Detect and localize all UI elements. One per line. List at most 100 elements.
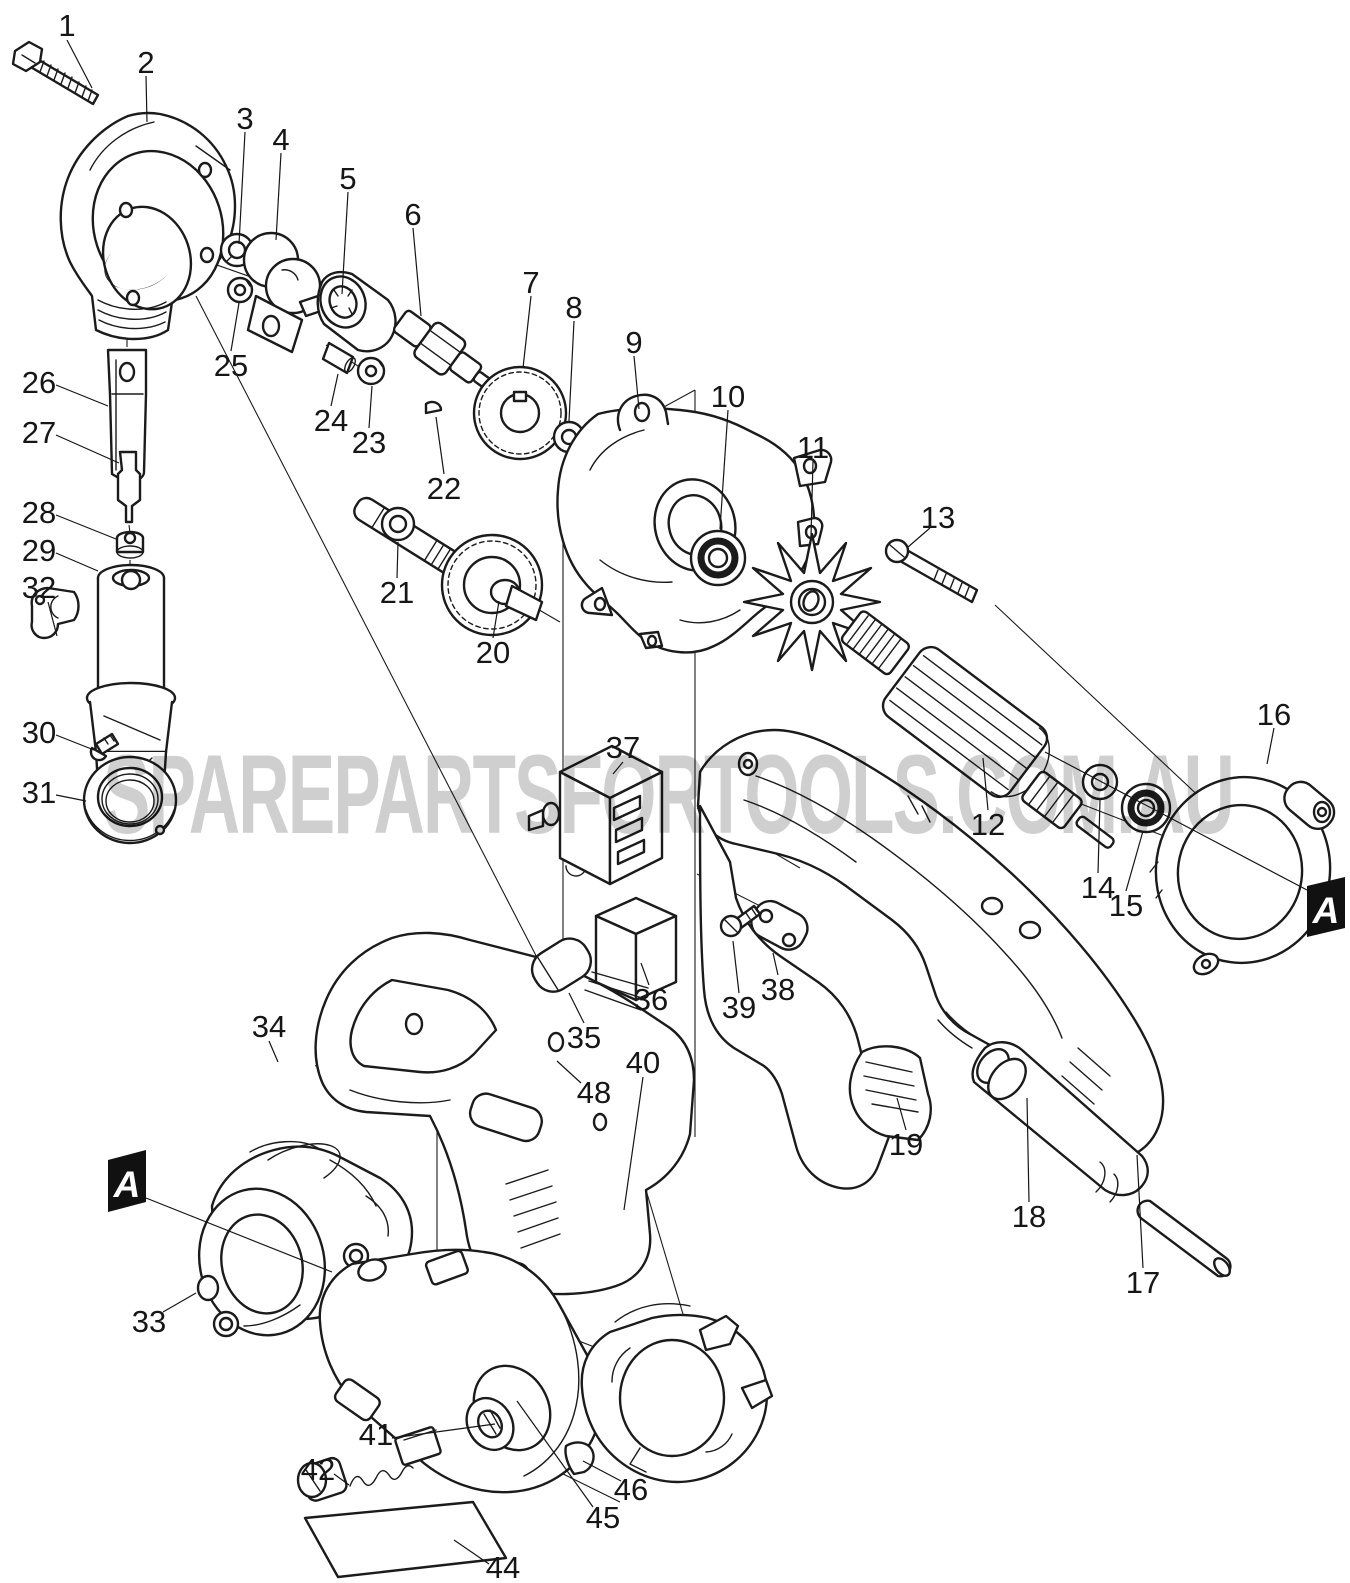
- part-leader-34: [268, 1040, 279, 1063]
- clip-46: [564, 1441, 595, 1476]
- part-number-38: 38: [761, 972, 795, 1007]
- clamp-32: [30, 586, 80, 640]
- part-number-8: 8: [565, 290, 582, 325]
- view-marker-leader-0: [1044, 751, 1308, 891]
- gear-20: [353, 496, 544, 637]
- part-number-46: 46: [614, 1472, 648, 1507]
- part-number-3: 3: [236, 101, 253, 136]
- part-number-5: 5: [339, 161, 356, 196]
- part-leader-39: [732, 940, 740, 994]
- part-number-40: 40: [626, 1045, 660, 1080]
- part-leader-2: [145, 75, 148, 123]
- part-leader-36: [640, 962, 650, 986]
- part-leader-12: [982, 757, 989, 811]
- part-number-23: 23: [352, 425, 386, 460]
- view-marker-box-0: [1307, 877, 1345, 937]
- part-number-19: 19: [889, 1127, 923, 1162]
- part-leader-21: [396, 541, 399, 579]
- part-number-10: 10: [711, 379, 745, 414]
- part-leader-7: [522, 295, 532, 369]
- ball-bearing-15: [1120, 782, 1172, 834]
- shaft-27: [116, 450, 142, 524]
- part-number-33: 33: [132, 1304, 166, 1339]
- view-marker-letter-1: A: [113, 1164, 141, 1205]
- armature-12: [840, 610, 1115, 849]
- part-leader-5: [341, 191, 349, 295]
- part-number-29: 29: [22, 533, 56, 568]
- part-leader-8: [568, 320, 575, 422]
- part-number-16: 16: [1257, 697, 1291, 732]
- swivel-holder-4: [242, 231, 326, 354]
- part-leader-31: [55, 794, 87, 802]
- washer-21: [380, 506, 416, 542]
- view-marker-leader-1: [145, 1197, 333, 1273]
- bearing-box-9: [556, 393, 833, 654]
- sleeve-5: [316, 270, 397, 353]
- part-leader-28: [55, 514, 117, 540]
- view-marker-box-1: [108, 1150, 146, 1212]
- screw-39: [719, 904, 762, 938]
- baffle-ring-16: [1149, 775, 1336, 976]
- spring-42: [349, 1465, 414, 1487]
- part-number-30: 30: [22, 715, 56, 750]
- part-leader-3: [238, 131, 246, 245]
- screw-30: [89, 732, 120, 762]
- trigger-19: [848, 1045, 932, 1142]
- callout-layer: 1234567891011121314151617181920212223242…: [22, 8, 1291, 1583]
- part-leader-16: [1266, 727, 1275, 765]
- part-number-1: 1: [58, 8, 75, 43]
- part-leader-30: [55, 734, 95, 751]
- part-leader-44: [453, 1539, 490, 1565]
- fan-11: [742, 532, 882, 672]
- pin-24: [321, 341, 356, 375]
- part-number-28: 28: [22, 495, 56, 530]
- gear-housing-2: [59, 111, 237, 341]
- part-leader-22: [435, 416, 445, 475]
- part-leader-45: [516, 1400, 594, 1508]
- nameplate-44: [303, 1500, 508, 1579]
- part-number-7: 7: [522, 265, 539, 300]
- part-number-37: 37: [606, 730, 640, 765]
- part-number-4: 4: [272, 122, 289, 157]
- spindle-6: [392, 309, 496, 392]
- part-number-31: 31: [22, 775, 56, 810]
- part-number-20: 20: [476, 635, 510, 670]
- part-leader-17: [1136, 1154, 1144, 1269]
- part-leader-18: [1026, 1097, 1030, 1203]
- part-number-39: 39: [722, 990, 756, 1025]
- ball-bearing-10: [689, 529, 747, 587]
- e-ring-23: [356, 356, 386, 386]
- part-leader-24: [330, 373, 339, 407]
- part-number-21: 21: [380, 575, 414, 610]
- part-leader-4: [275, 152, 282, 241]
- part-number-9: 9: [625, 325, 642, 360]
- part-number-45: 45: [586, 1500, 620, 1535]
- view-marker-letter-0: A: [1312, 890, 1340, 931]
- part-leader-26: [55, 384, 109, 407]
- watermark-text: SPAREPARTSFORTOOLS.COM.AU: [103, 732, 1233, 857]
- part-number-44: 44: [486, 1550, 520, 1583]
- part-leader-29: [55, 552, 99, 572]
- part-leader-41: [391, 1423, 496, 1439]
- part-leader-20: [492, 600, 500, 639]
- capacitor-36: [594, 896, 678, 1002]
- part-leader-38: [772, 952, 779, 976]
- part-number-18: 18: [1012, 1199, 1046, 1234]
- washer-14: [1081, 763, 1119, 801]
- part-number-15: 15: [1109, 888, 1143, 923]
- part-leader-37: [612, 761, 624, 775]
- part-number-35: 35: [567, 1020, 601, 1055]
- cord-17: [1136, 1199, 1232, 1278]
- part-leader-1: [66, 39, 93, 89]
- part-leader-14: [1097, 799, 1101, 874]
- part-number-17: 17: [1126, 1265, 1160, 1300]
- part-leader-9: [633, 355, 640, 410]
- part-number-27: 27: [22, 415, 56, 450]
- part-leader-23: [368, 385, 373, 429]
- switch-37: [527, 744, 664, 886]
- part-number-25: 25: [214, 348, 248, 383]
- brush-41: [394, 1426, 442, 1466]
- suppressor-35: [530, 937, 649, 1011]
- joint-body-29: [85, 563, 177, 786]
